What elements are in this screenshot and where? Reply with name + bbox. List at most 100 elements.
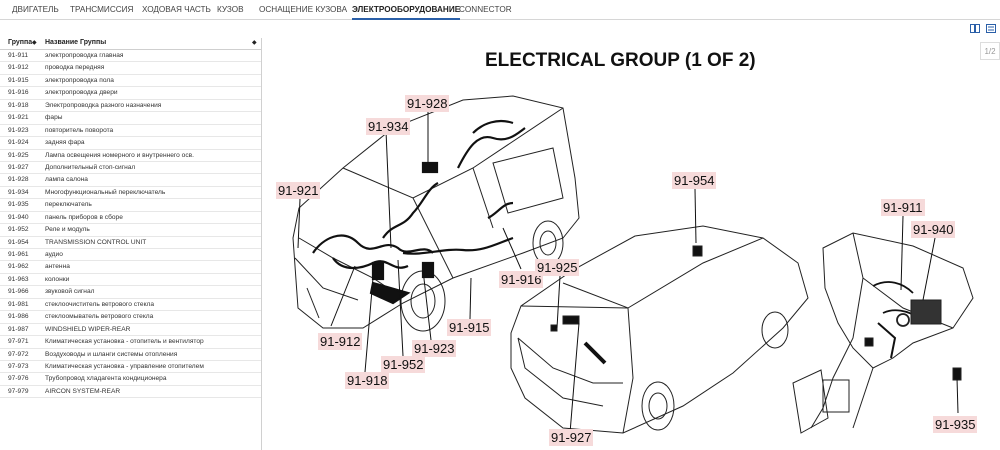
group-row[interactable]: 91-981 стеклоочиститель ветрового стекла <box>0 299 261 312</box>
group-code: 97-976 <box>8 375 29 383</box>
callout-91-923[interactable]: 91-923 <box>414 341 454 356</box>
group-name: Многофункциональный переключатель <box>45 188 166 196</box>
group-code: 91-916 <box>8 89 29 97</box>
group-row[interactable]: 91-925 Лампа освещения номерного и внутре… <box>0 150 261 162</box>
group-code: 91-961 <box>8 251 29 258</box>
group-code: 91-986 <box>8 313 29 321</box>
tab-transmission[interactable]: ТРАНСМИССИЯ <box>70 5 134 14</box>
group-name: задняя фара <box>45 139 85 147</box>
group-name: Электропроводка разного назначения <box>45 101 162 109</box>
group-code: 91-981 <box>8 300 29 308</box>
front-wiring-harness <box>312 119 526 305</box>
sort-icon[interactable]: ◆ <box>32 40 37 46</box>
callout-91-935[interactable]: 91-935 <box>935 417 975 432</box>
group-code: 91-952 <box>8 226 29 234</box>
callout-91-940[interactable]: 91-940 <box>913 222 953 237</box>
callout-91-921[interactable]: 91-921 <box>278 183 318 198</box>
callout-91-916[interactable]: 91-916 <box>501 272 541 287</box>
group-list-panel: Группа ◆ Название Группы ◆ 91-911 электро… <box>0 38 262 450</box>
group-code: 91-935 <box>8 201 29 209</box>
group-name: электропроводка главная <box>45 52 124 59</box>
callout-91-927[interactable]: 91-927 <box>551 430 591 445</box>
callout-91-952[interactable]: 91-952 <box>383 357 423 372</box>
group-name: стеклоомыватель ветрового стекла <box>45 313 154 321</box>
column-header-group[interactable]: Группа <box>8 39 33 46</box>
group-name: аудио <box>45 251 63 258</box>
group-row[interactable]: 97-979 AIRCON SYSTEM-REAR <box>0 386 261 399</box>
group-code: 91-934 <box>8 188 29 196</box>
group-code: 91-963 <box>8 275 29 283</box>
group-row[interactable]: 91-924 задняя фара <box>0 137 261 150</box>
group-code: 91-924 <box>8 139 29 147</box>
tab-chassis[interactable]: ХОДОВАЯ ЧАСТЬ <box>142 5 211 14</box>
group-code: 91-911 <box>8 52 29 59</box>
group-code: 97-979 <box>8 387 29 395</box>
group-code: 91-954 <box>8 238 29 246</box>
callout-91-915[interactable]: 91-915 <box>449 320 489 335</box>
tab-engine[interactable]: ДВИГАТЕЛЬ <box>12 5 59 14</box>
diagram-title: ELECTRICAL GROUP (1 OF 2) <box>485 50 756 71</box>
list-view-icon[interactable] <box>986 24 996 33</box>
group-row[interactable]: 91-934 Многофункциональный переключатель <box>0 187 261 200</box>
top-tab-bar: ДВИГАТЕЛЬ ТРАНСМИССИЯ ХОДОВАЯ ЧАСТЬ КУЗО… <box>0 0 1000 20</box>
group-row[interactable]: 91-918 Электропроводка разного назначения <box>0 100 261 113</box>
group-code: 91-925 <box>8 151 29 159</box>
group-code: 91-918 <box>8 101 29 109</box>
group-name: Климатическая установка - управление ото… <box>45 362 204 370</box>
group-name: Лампа освещения номерного и внутреннего … <box>45 151 194 159</box>
group-row[interactable]: 91-962 антенна <box>0 261 261 274</box>
tab-electrical[interactable]: ЭЛЕКТРООБОРУДОВАНИЕ <box>352 0 461 20</box>
group-row[interactable]: 91-921 фары <box>0 112 261 125</box>
callout-91-934[interactable]: 91-934 <box>368 119 408 134</box>
electrical-diagram: ELECTRICAL GROUP (1 OF 2) <box>276 50 977 446</box>
tab-body-equipment[interactable]: ОСНАЩЕНИЕ КУЗОВА <box>259 5 348 14</box>
group-code: 91-921 <box>8 114 29 122</box>
group-name: фары <box>45 114 63 122</box>
group-name: антенна <box>45 263 70 271</box>
sort-icon[interactable]: ◆ <box>252 40 257 46</box>
callout-91-918[interactable]: 91-918 <box>347 373 387 388</box>
callout-91-912[interactable]: 91-912 <box>320 334 360 349</box>
callout-labels: 91-928 91-934 91-921 91-912 91-918 91-95… <box>276 95 977 446</box>
group-code: 97-972 <box>8 350 29 358</box>
group-name: AIRCON SYSTEM-REAR <box>45 387 121 395</box>
group-row[interactable]: 91-986 стеклоомыватель ветрового стекла <box>0 311 261 324</box>
group-row[interactable]: 91-911 электропроводка главная <box>0 50 261 63</box>
group-code: 91-962 <box>8 263 29 271</box>
view-toolbar <box>960 21 1000 37</box>
tab-connector[interactable]: CONNECTOR <box>459 5 512 14</box>
callout-91-911[interactable]: 91-911 <box>883 200 923 215</box>
group-row[interactable]: 91-961 аудио <box>0 249 261 262</box>
group-name: стеклоочиститель ветрового стекла <box>45 300 155 308</box>
group-code: 91-927 <box>8 163 29 171</box>
callout-91-954[interactable]: 91-954 <box>674 173 714 188</box>
callout-91-925[interactable]: 91-925 <box>537 260 577 275</box>
callout-91-928[interactable]: 91-928 <box>407 96 447 111</box>
tab-body[interactable]: КУЗОВ <box>217 5 244 14</box>
group-row[interactable]: 91-954 TRANSMISSION CONTROL UNIT <box>0 237 261 249</box>
group-name: электропроводка пола <box>45 76 114 84</box>
group-name: звуковой сигнал <box>45 288 95 296</box>
group-name: TRANSMISSION CONTROL UNIT <box>45 238 147 246</box>
group-name: лампа салона <box>45 176 88 184</box>
book-view-icon[interactable] <box>970 24 980 33</box>
column-header-name[interactable]: Название Группы <box>45 39 107 46</box>
group-list-header: Группа ◆ Название Группы ◆ <box>0 38 261 50</box>
